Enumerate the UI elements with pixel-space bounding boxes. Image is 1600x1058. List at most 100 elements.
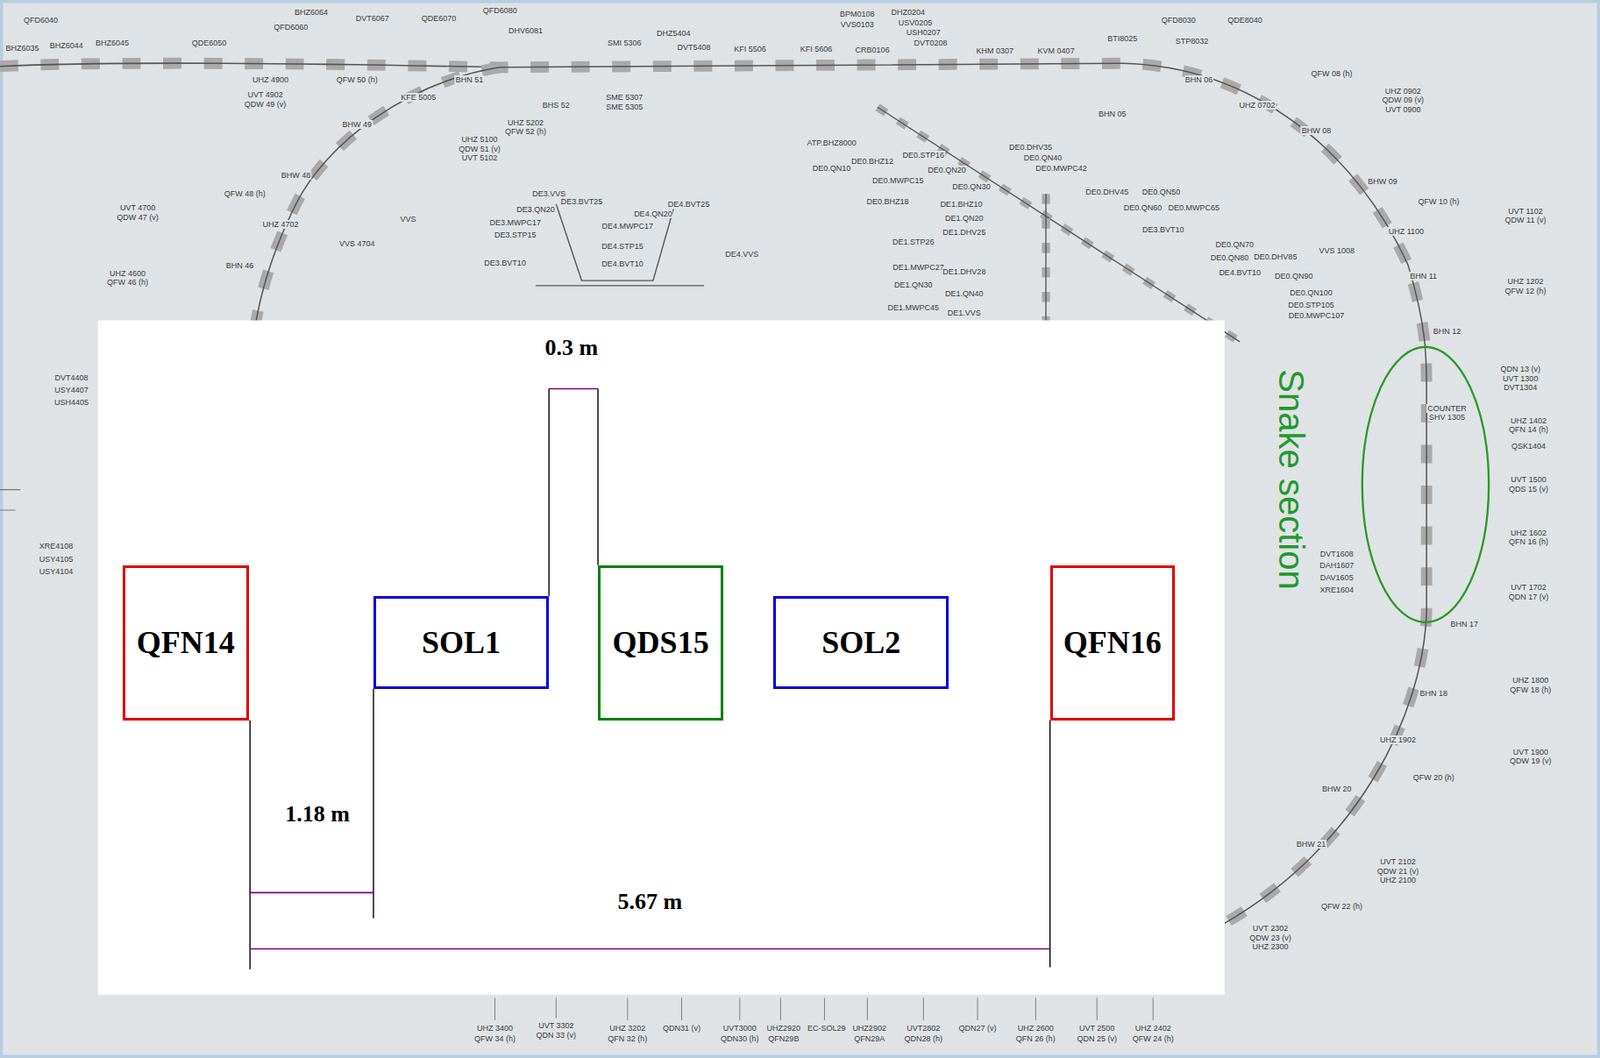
element-label: BHN 17 bbox=[1449, 619, 1480, 629]
element-label: ATP.BHZ8000 bbox=[805, 138, 857, 148]
element-label: BHN 46 bbox=[225, 261, 256, 271]
element-label: QDW 47 (v) bbox=[115, 213, 160, 222]
element-label: DE0.QN90 bbox=[1273, 271, 1315, 281]
element-label: QFW 20 (h) bbox=[1412, 773, 1456, 783]
element-label: DE0.QN50 bbox=[1141, 187, 1182, 197]
solenoid-box: SOL1 bbox=[373, 596, 549, 690]
element-label: CRB0106 bbox=[854, 45, 891, 55]
element-label: VVS 4704 bbox=[338, 239, 377, 249]
element-label: DVT5408 bbox=[675, 42, 712, 52]
element-label: DE0.BHZ12 bbox=[850, 156, 895, 166]
section-label: Snake section bbox=[1271, 369, 1311, 590]
element-label: UHZ 2600 bbox=[1016, 1024, 1055, 1033]
element-label: DE4.BVT25 bbox=[667, 199, 712, 209]
element-label: KFE 5005 bbox=[399, 92, 437, 102]
element-label: DE1.BHZ10 bbox=[938, 199, 983, 209]
element-label: UHZ 5202 bbox=[506, 118, 545, 128]
element-label: UHZ2902 bbox=[851, 1024, 888, 1033]
element-label: UHZ 1202 bbox=[1507, 277, 1545, 286]
element-label: DE1.MWPC45 bbox=[886, 303, 940, 313]
element-label: UVT 5102 bbox=[461, 153, 498, 163]
element-label: UVT 2500 bbox=[1078, 1024, 1116, 1033]
element-label: BPM0108 bbox=[839, 9, 876, 19]
element-label: BHN 06 bbox=[1184, 75, 1215, 85]
element-label: QDE6050 bbox=[191, 38, 228, 48]
element-label: UVT 4700 bbox=[119, 203, 157, 213]
element-label: QFW 48 (h) bbox=[223, 189, 267, 199]
bottom-ticks bbox=[494, 997, 1153, 1021]
element-label: DE0.BHZ18 bbox=[866, 197, 911, 207]
element-label: DE0.DHV45 bbox=[1084, 187, 1130, 197]
element-label: DE0.QN100 bbox=[1288, 288, 1334, 298]
element-label: DE0.QN60 bbox=[1123, 203, 1164, 213]
element-label: BHW 08 bbox=[1301, 126, 1333, 136]
element-name: QDS15 bbox=[612, 624, 710, 662]
element-label: VVS bbox=[399, 214, 418, 224]
element-label: SME 5307 bbox=[604, 92, 644, 102]
element-label: KFI 5606 bbox=[799, 44, 834, 54]
element-label: DE0.QN40 bbox=[1023, 153, 1064, 163]
element-label: DE4.VVS bbox=[724, 249, 760, 259]
element-label: UHZ 1902 bbox=[1379, 735, 1417, 745]
element-label: BHW 49 bbox=[341, 120, 374, 129]
element-label: UHZ 2100 bbox=[1379, 875, 1417, 885]
element-label: BHW 20 bbox=[1321, 784, 1353, 794]
element-label: QFW 52 (h) bbox=[504, 127, 548, 136]
element-label: QFN29B bbox=[767, 1034, 800, 1044]
element-label: UVT2802 bbox=[905, 1024, 941, 1033]
element-label: BHZ6044 bbox=[49, 41, 85, 50]
element-label: UHZ 2300 bbox=[1251, 942, 1290, 952]
element-label: USY4104 bbox=[38, 567, 75, 576]
element-label: UVT 3302 bbox=[537, 1021, 575, 1031]
element-label: USH0207 bbox=[905, 28, 942, 37]
element-label: XRE1604 bbox=[1318, 585, 1355, 595]
element-label: QDW 49 (v) bbox=[243, 99, 288, 109]
element-label: DE0.MWPC42 bbox=[1034, 163, 1088, 173]
element-label: DE1.STP26 bbox=[891, 237, 936, 247]
element-label: UVT 1102 bbox=[1507, 206, 1544, 216]
element-label: QFW 34 (h) bbox=[473, 1034, 517, 1044]
element-label: UHZ 4900 bbox=[251, 75, 290, 85]
quadrupole-box: QDS15 bbox=[597, 565, 724, 721]
element-label: DVT1608 bbox=[1319, 549, 1355, 559]
element-label: DE4.STP15 bbox=[600, 241, 645, 251]
element-label: BHW 21 bbox=[1295, 839, 1328, 849]
element-label: DE0.MWPC65 bbox=[1167, 203, 1222, 213]
element-label: VVS 1008 bbox=[1317, 246, 1356, 256]
dimension-label: 5.67 m bbox=[616, 888, 685, 916]
element-label: UHZ 0702 bbox=[1237, 100, 1276, 110]
element-label: UVT 1702 bbox=[1509, 583, 1547, 592]
element-label: UHZ 4600 bbox=[108, 269, 147, 278]
element-label: UVT 4902 bbox=[246, 90, 284, 100]
snake-highlight-ellipse bbox=[1362, 347, 1489, 623]
element-label: QFN29A bbox=[853, 1034, 886, 1044]
element-label: DAV1605 bbox=[1319, 573, 1355, 583]
element-label: KHM 0307 bbox=[975, 46, 1016, 56]
element-label: QDW 19 (v) bbox=[1508, 756, 1553, 766]
element-label: UVT 1300 bbox=[1501, 374, 1539, 384]
element-label: QFD6060 bbox=[272, 22, 309, 32]
element-label: DE3.BVT10 bbox=[483, 258, 527, 268]
diagram-panel bbox=[98, 320, 1225, 995]
element-label: UVT 2102 bbox=[1379, 857, 1416, 867]
element-name: QFN14 bbox=[136, 624, 235, 662]
element-label: QDW 11 (v) bbox=[1504, 215, 1548, 225]
element-label: DVT6067 bbox=[355, 14, 391, 23]
element-label: UVT 0900 bbox=[1384, 105, 1422, 114]
element-label: QFD6040 bbox=[22, 15, 59, 25]
element-label: UVT3000 bbox=[722, 1024, 758, 1033]
element-label: UHZ 1100 bbox=[1387, 227, 1425, 236]
element-label: QDN27 (v) bbox=[958, 1024, 998, 1033]
element-label: QDN 13 (v) bbox=[1499, 364, 1542, 374]
element-label: QFW 46 (h) bbox=[106, 277, 150, 287]
element-label: DE1.VVS bbox=[946, 308, 982, 318]
element-label: QDN 17 (v) bbox=[1507, 592, 1551, 602]
element-label: QDN31 (v) bbox=[661, 1024, 702, 1033]
element-name: SOL1 bbox=[421, 624, 501, 662]
element-label: DHZ0204 bbox=[890, 7, 927, 17]
element-label: UHZ 5100 bbox=[461, 135, 499, 144]
element-label: QFW 50 (h) bbox=[335, 75, 379, 85]
element-label: QDW 51 (v) bbox=[457, 144, 502, 154]
element-label: QDE6070 bbox=[420, 14, 458, 23]
